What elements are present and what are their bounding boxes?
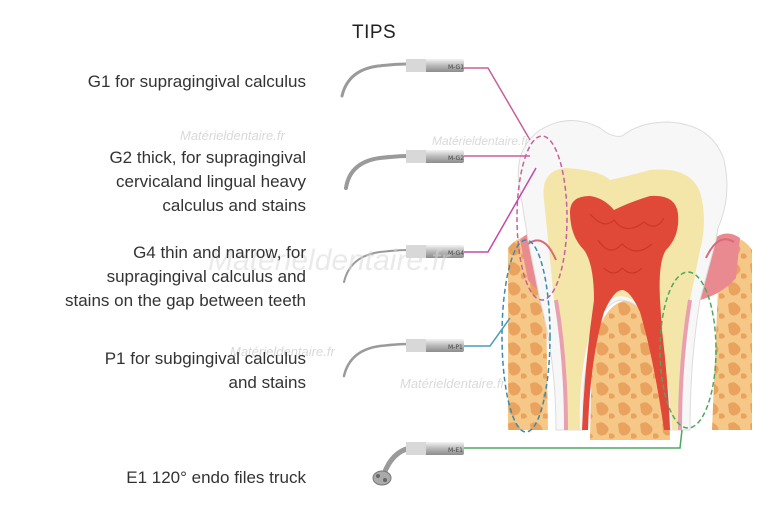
label-line: P1 for subgingival calculus (104, 349, 306, 368)
e1-leader (462, 429, 683, 449)
label-line: E1 120° endo files truck (126, 468, 306, 487)
p1-leader (462, 317, 511, 347)
label-line: and stains (228, 373, 307, 392)
watermark: Matérieldentaire.fr (208, 244, 450, 277)
tip-g1-icon: M-G1 (340, 59, 464, 98)
tip-label-g2: G2 thick, for supragingival cervicaland … (109, 146, 306, 218)
label-line: cervicaland lingual heavy (116, 172, 306, 191)
pulp (570, 195, 679, 430)
tip-label-p1: P1 for subgingival calculus and stains (105, 347, 306, 395)
watermark: Matérieldentaire.fr (230, 344, 335, 359)
tip-p1-icon: M-P1 (342, 339, 464, 378)
tooth-illustration (508, 119, 752, 440)
tip-g4-icon: M-G4 (343, 245, 464, 283)
label-line: calculus and stains (162, 196, 306, 215)
label-line: G2 thick, for supragingival (109, 148, 306, 167)
watermark: Matérieldentaire.fr (180, 128, 285, 143)
g4-zone-oval (501, 239, 551, 433)
g1-g2-zone-oval (516, 135, 568, 301)
svg-text:M-G1: M-G1 (448, 64, 464, 71)
g1-leader (462, 67, 531, 141)
label-line: G4 thin and narrow, for (133, 243, 306, 262)
svg-text:M-P1: M-P1 (448, 344, 463, 351)
page-title: TIPS (352, 22, 397, 43)
label-line: G1 for supragingival calculus (87, 72, 306, 91)
tip-label-g4: G4 thin and narrow, for supragingival ca… (65, 241, 306, 313)
svg-text:M-E1: M-E1 (448, 447, 463, 454)
svg-text:M-G2: M-G2 (448, 155, 464, 162)
label-line: stains on the gap between teeth (64, 291, 306, 310)
tip-label-g1: G1 for supragingival calculus (88, 70, 306, 94)
e1-zone-oval (659, 271, 717, 429)
g4-leader (462, 167, 537, 253)
watermark: Matérieldentaire.fr (400, 376, 505, 391)
watermark: Matérieldentaire.fr (432, 134, 529, 148)
tip-g2-icon: M-G2 (344, 150, 464, 190)
svg-text:M-G4: M-G4 (448, 250, 464, 257)
tip-label-e1: E1 120° endo files truck (126, 466, 306, 490)
tip-e1-icon: M-E1 (372, 442, 464, 486)
label-line: supragingival calculus and (106, 267, 306, 286)
